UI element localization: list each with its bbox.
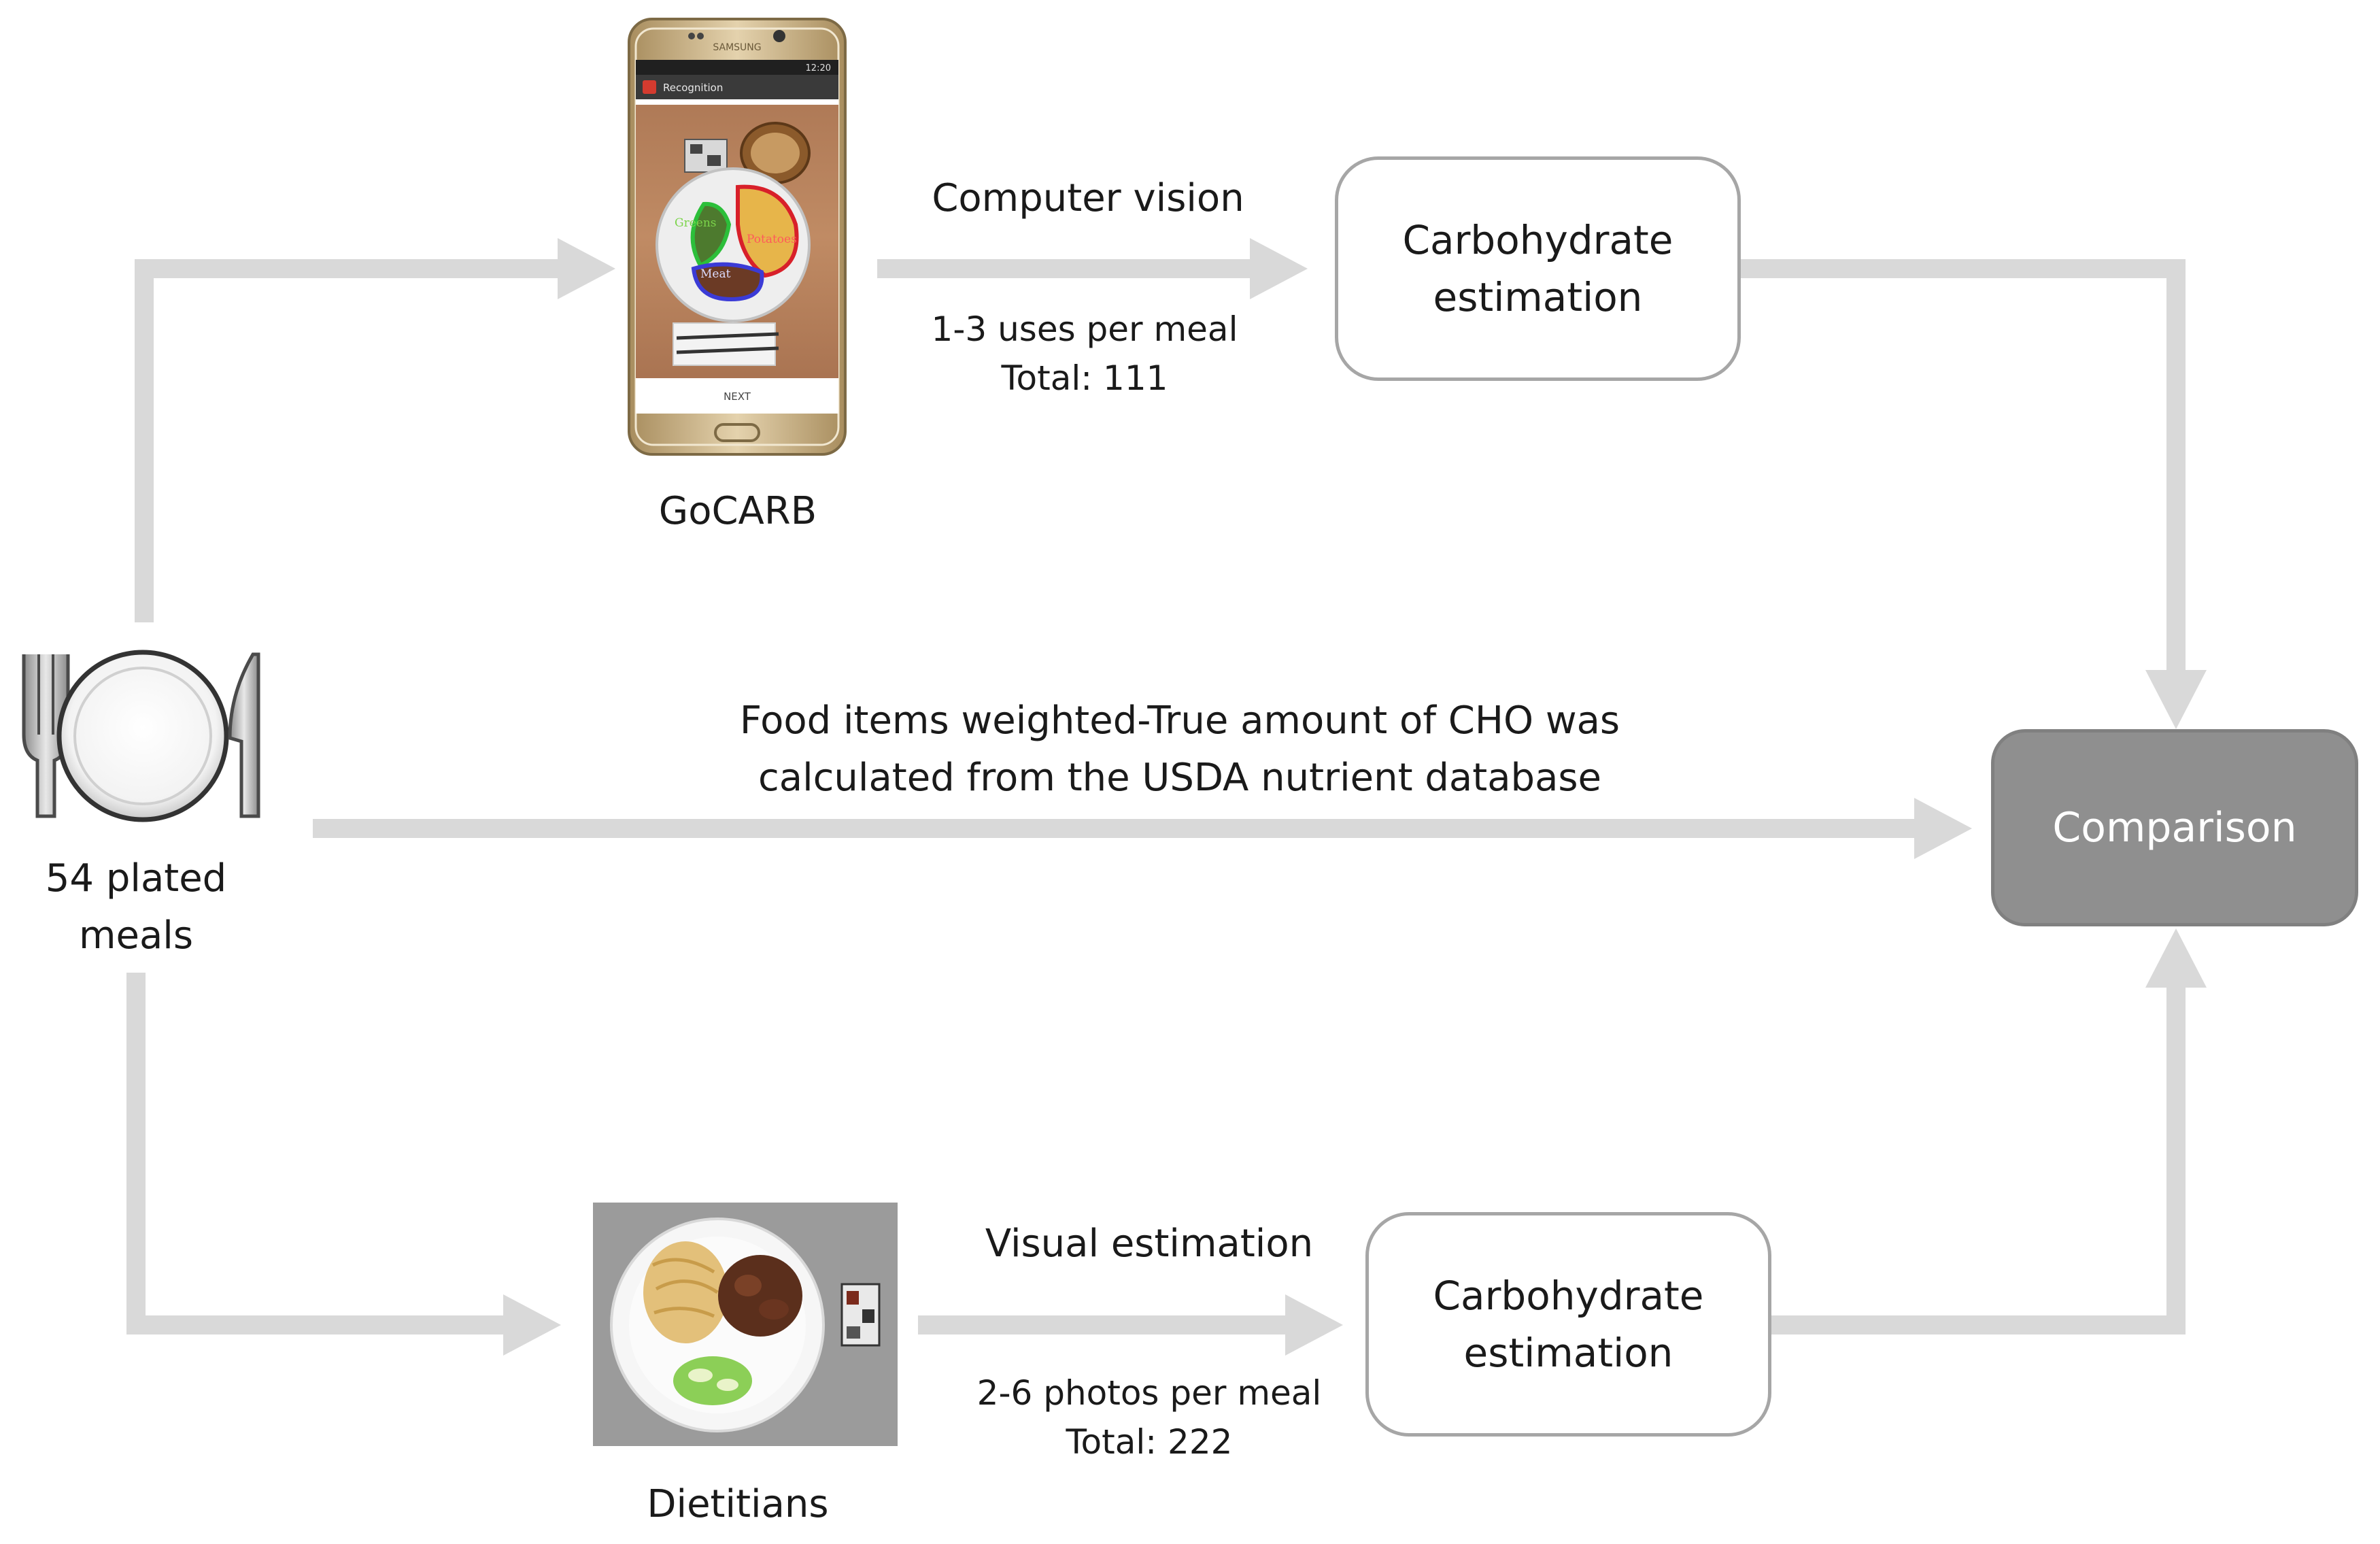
arrow-top-estimation-to-comparison: [1741, 259, 2186, 680]
bottom-detail-line2: Total: 222: [1066, 1422, 1233, 1462]
arrow-meal-to-dietitians: [126, 973, 510, 1335]
phone-label-meat: Meat: [700, 267, 731, 281]
dietitians-meal-photo: [593, 1203, 898, 1446]
phone-next-button: [636, 378, 838, 414]
phone-brand: SAMSUNG: [713, 42, 761, 53]
phone-screen-header: Recognition: [663, 82, 723, 94]
top-detail-line2: Total: 111: [1001, 358, 1168, 398]
source-label-line2: meals: [78, 913, 194, 958]
arrow-head-comparison-top: [2145, 670, 2207, 729]
middle-path-line1: Food items weighted-True amount of CHO w…: [739, 699, 1620, 743]
middle-path-label: Food items weighted-True amount of CHO w…: [653, 692, 1707, 807]
bottom-box-line1: Carbohydrate: [1433, 1273, 1704, 1319]
arrow-head-estimation-top: [1250, 238, 1308, 299]
middle-path-line2: calculated from the USDA nutrient databa…: [758, 756, 1602, 800]
gocarb-phone-image: SAMSUNG 12:20 Recognition Greens Potatoe…: [628, 18, 847, 456]
arrow-head-dietitians: [503, 1294, 561, 1356]
phone-next-label: NEXT: [724, 390, 751, 403]
phone-status-time: 12:20: [806, 63, 831, 73]
arrow-bottom-estimation-to-comparison: [1771, 979, 2186, 1335]
top-box-line2: estimation: [1433, 274, 1643, 320]
arrow-meal-to-gocarb: [135, 259, 564, 622]
source-label: 54 plated meals: [20, 850, 252, 964]
meat-image: [718, 1255, 802, 1337]
visual-estimation-label: Visual estimation: [985, 1222, 1314, 1266]
plate-icon: [56, 650, 229, 822]
source-label-line1: 54 plated: [45, 856, 227, 901]
salad-image: [673, 1356, 752, 1405]
arrow-head-estimation-bottom: [1285, 1294, 1343, 1356]
top-detail-label: 1-3 uses per meal Total: 111: [884, 305, 1285, 403]
arrows: [126, 238, 2207, 1356]
bottom-detail-line1: 2-6 photos per meal: [976, 1373, 1322, 1413]
arrow-head-comparison-bottom: [2145, 928, 2207, 988]
comparison-label: Comparison: [2052, 804, 2297, 852]
phone-label-potatoes: Potatoes: [747, 233, 797, 246]
top-detail-line1: 1-3 uses per meal: [931, 309, 1238, 349]
plate-fork-knife-icon: [22, 650, 260, 822]
phone-label-greens: Greens: [675, 216, 717, 230]
knife-icon: [228, 652, 260, 818]
dietitians-label: Dietitians: [647, 1482, 829, 1526]
top-box-line1: Carbohydrate: [1402, 217, 1673, 263]
bottom-carbohydrate-estimation-box: Carbohydrate estimation: [1365, 1212, 1771, 1437]
arrow-head-comparison-middle: [1914, 798, 1972, 859]
gocarb-label: GoCARB: [658, 489, 817, 533]
top-carbohydrate-estimation-box: Carbohydrate estimation: [1335, 156, 1741, 381]
bottom-detail-label: 2-6 photos per meal Total: 222: [945, 1369, 1353, 1466]
computer-vision-label: Computer vision: [932, 176, 1244, 220]
bottom-box-line2: estimation: [1463, 1330, 1673, 1376]
arrow-head-gocarb: [558, 238, 615, 299]
comparison-box: Comparison: [1991, 729, 2358, 926]
